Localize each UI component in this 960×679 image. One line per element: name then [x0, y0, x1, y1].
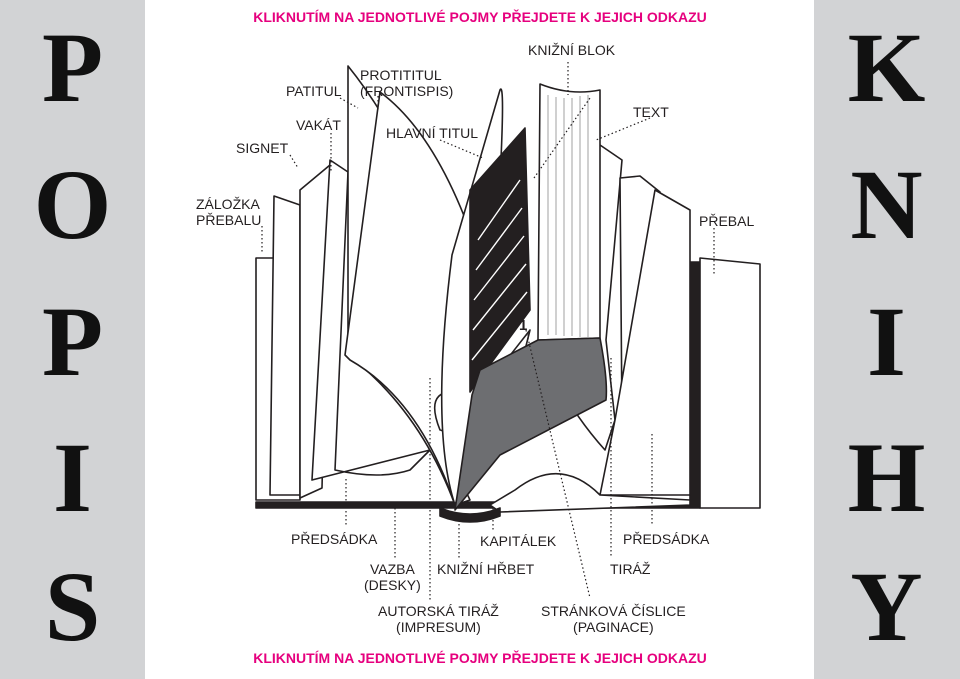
label-zalozka-prebalu[interactable]: ZÁLOŽKA PŘEBALU — [196, 196, 261, 228]
right-side-panel: K N I H Y — [814, 0, 960, 679]
side-letter: K — [847, 12, 926, 123]
label-patitul[interactable]: PATITUL — [286, 83, 342, 99]
page-number-mark: 1 — [519, 317, 527, 334]
label-knizni-hrbet[interactable]: KNIŽNÍ HŘBET — [437, 561, 535, 577]
label-tiraz[interactable]: TIRÁŽ — [610, 561, 651, 577]
side-letter: O — [33, 149, 112, 260]
label-autorska-tiraz[interactable]: AUTORSKÁ TIRÁŽ (IMPRESUM) — [378, 603, 499, 635]
left-side-panel: P O P I S — [0, 0, 145, 679]
instruction-banner-bottom: KLIKNUTÍM NA JEDNOTLIVÉ POJMY PŘEJDETE K… — [253, 650, 707, 666]
label-text[interactable]: TEXT — [633, 104, 669, 120]
side-letter: S — [44, 551, 101, 662]
side-letter: I — [867, 286, 906, 397]
side-letter: P — [41, 12, 104, 123]
label-line: VAZBA — [369, 561, 415, 577]
label-vazba[interactable]: VAZBA (DESKY) — [364, 561, 421, 593]
side-letter: Y — [850, 551, 923, 662]
label-line: AUTORSKÁ TIRÁŽ — [378, 603, 499, 619]
label-line: (PAGINACE) — [573, 619, 654, 635]
label-predsadka-left[interactable]: PŘEDSÁDKA — [291, 531, 378, 547]
label-line: (DESKY) — [364, 577, 421, 593]
instruction-banner-top: KLIKNUTÍM NA JEDNOTLIVÉ POJMY PŘEJDETE K… — [253, 9, 707, 25]
side-letter: I — [53, 422, 92, 533]
label-vakat[interactable]: VAKÁT — [296, 117, 341, 133]
label-protititul[interactable]: PROTITITUL (FRONTISPIS) — [360, 67, 453, 99]
label-signet[interactable]: SIGNET — [236, 140, 289, 156]
label-knizni-blok[interactable]: KNIŽNÍ BLOK — [528, 42, 616, 58]
label-prebal[interactable]: PŘEBAL — [699, 213, 755, 229]
label-hlavni-titul[interactable]: HLAVNÍ TITUL — [386, 125, 479, 141]
label-predsadka-right[interactable]: PŘEDSÁDKA — [623, 531, 710, 547]
label-kapitalek[interactable]: KAPITÁLEK — [480, 533, 557, 549]
side-letter: P — [41, 286, 104, 397]
side-letter: N — [850, 149, 923, 260]
label-line: STRÁNKOVÁ ČÍSLICE — [541, 603, 686, 619]
label-line: (IMPRESUM) — [396, 619, 481, 635]
label-line: ZÁLOŽKA — [196, 196, 260, 212]
label-strankova-cislice[interactable]: STRÁNKOVÁ ČÍSLICE (PAGINACE) — [541, 603, 686, 635]
side-letter: H — [847, 422, 926, 533]
label-line: (FRONTISPIS) — [360, 83, 454, 99]
label-line: PŘEBALU — [196, 212, 262, 228]
label-line: PROTITITUL — [360, 67, 442, 83]
